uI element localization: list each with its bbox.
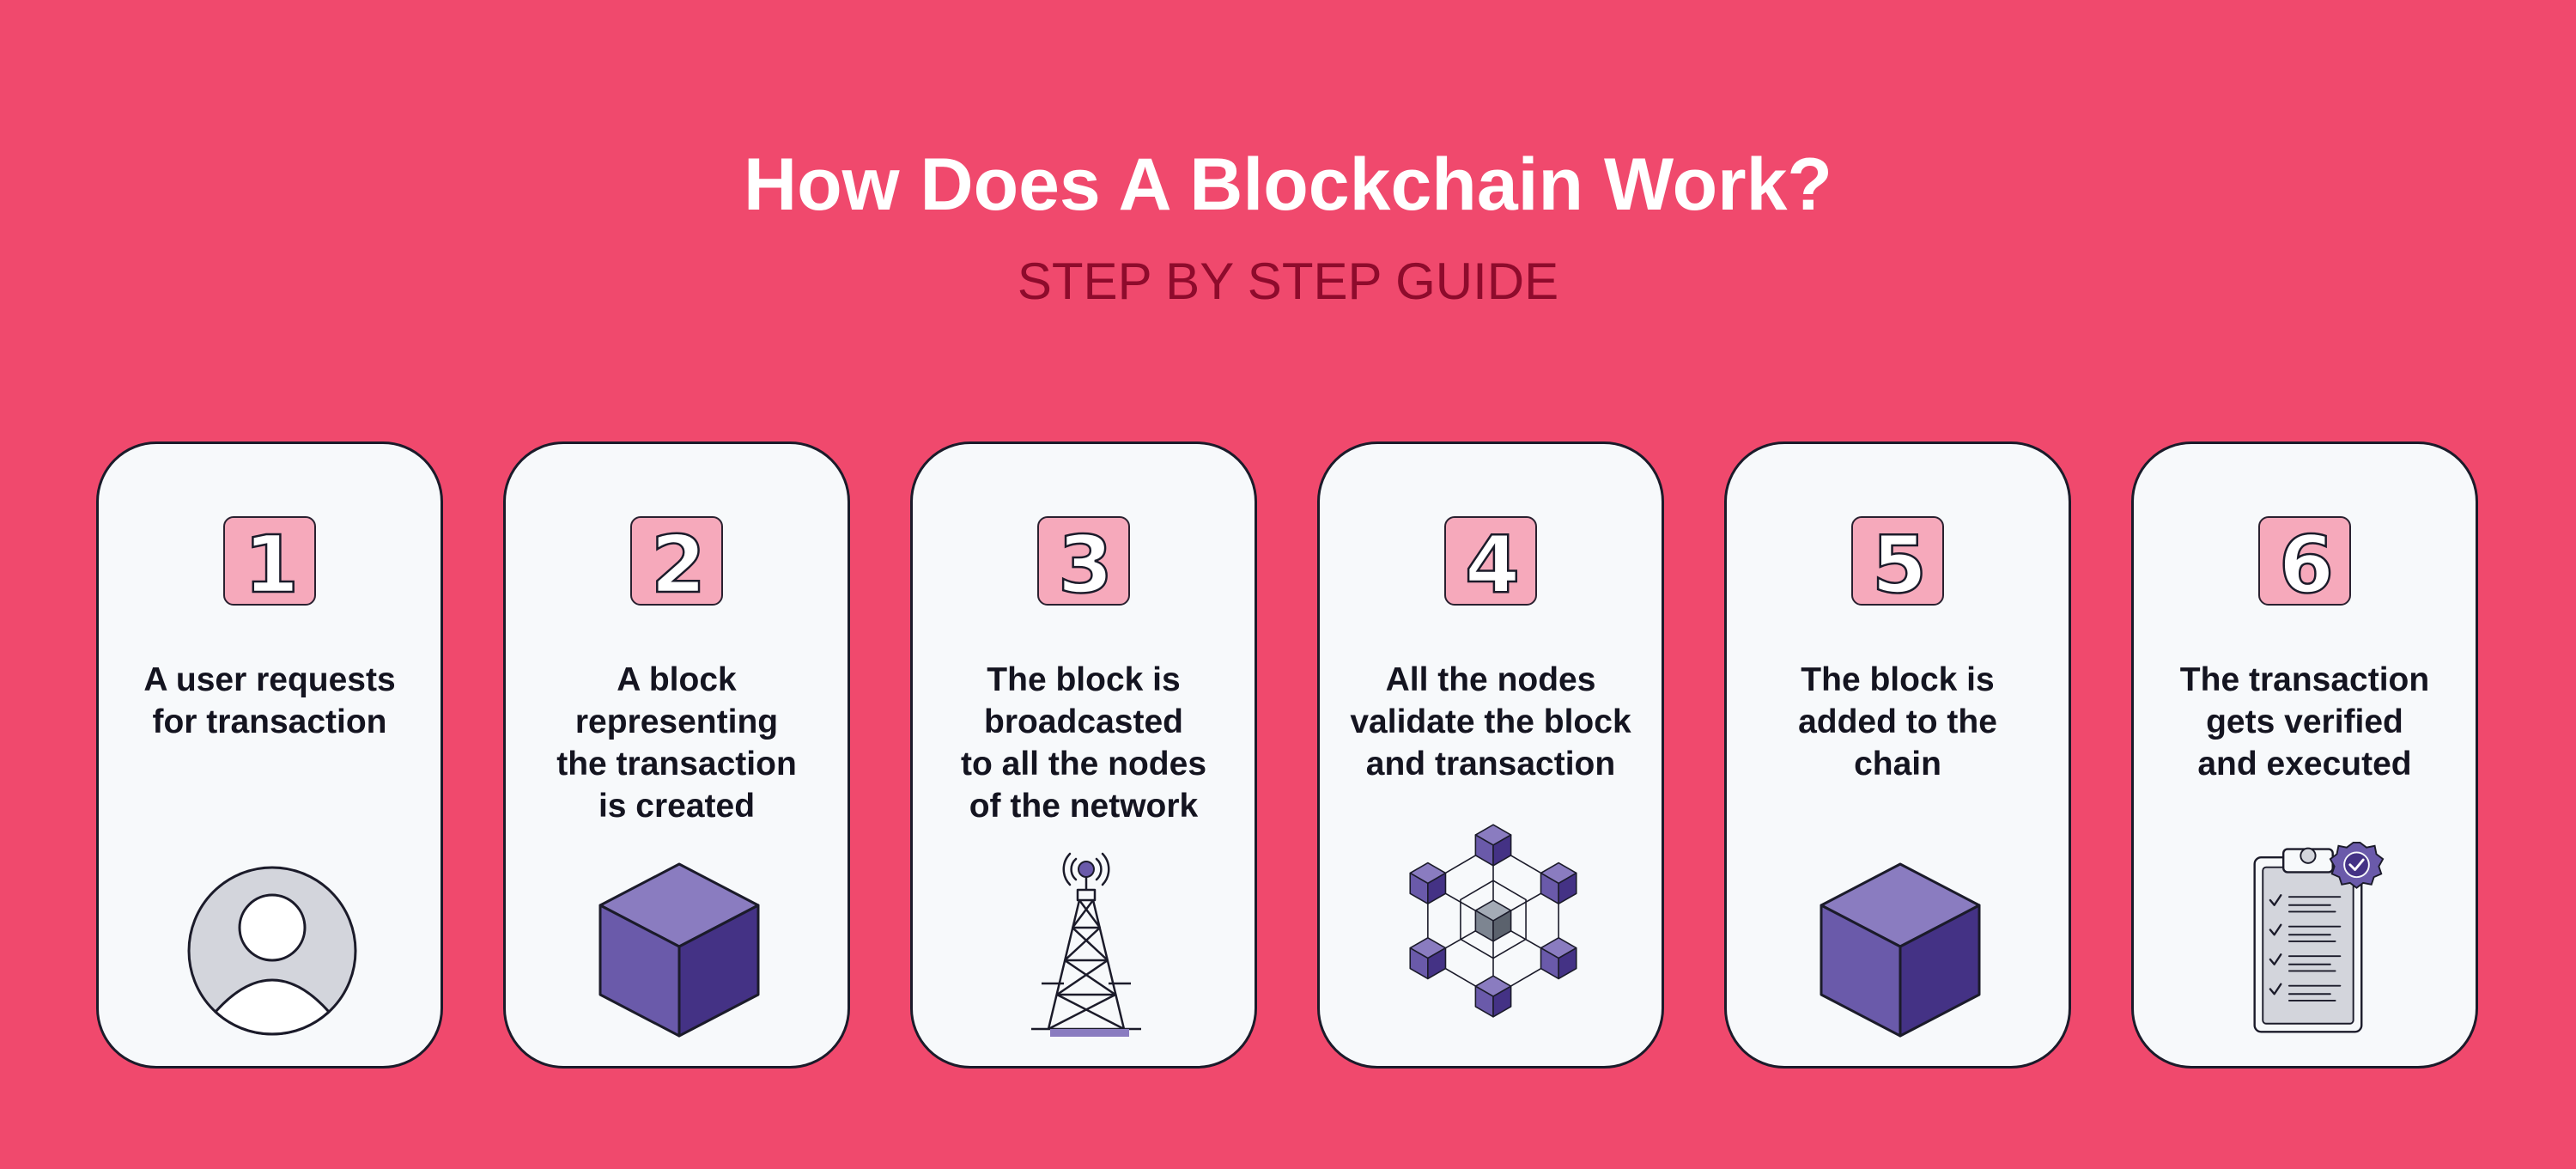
- step-number: 6: [2279, 519, 2334, 607]
- step-line: and executed: [2197, 746, 2412, 782]
- step-line: added to the: [1798, 703, 1997, 740]
- step-number: 3: [1058, 519, 1113, 607]
- step-number: 1: [244, 519, 299, 607]
- page-subtitle: STEP BY STEP GUIDE: [1017, 253, 1559, 310]
- step-card-5: 5 The block is added to the chain: [1724, 441, 2071, 1069]
- verified-clipboard-icon: [2253, 841, 2385, 1033]
- step-line: and transaction: [1365, 746, 1616, 782]
- step-number-badge: 1: [223, 516, 316, 607]
- step-description: The transaction gets verified and execut…: [2142, 659, 2467, 785]
- step-line: broadcasted: [984, 703, 1183, 740]
- block-cube-icon: [598, 862, 760, 1038]
- step-line: gets verified: [2206, 703, 2403, 740]
- step-line: A user requests: [143, 661, 396, 698]
- step-number: 2: [651, 519, 706, 607]
- step-line: of the network: [969, 788, 1199, 825]
- step-number-badge: 5: [1851, 516, 1944, 607]
- step-card-4: 4 All the nodes validate the block and t…: [1317, 441, 1664, 1069]
- broadcast-tower-icon: [1031, 852, 1141, 1037]
- step-description: The block is broadcasted to all the node…: [921, 659, 1246, 827]
- block-cube-icon: [1820, 862, 1981, 1038]
- step-line: The block is: [987, 661, 1181, 698]
- step-line: chain: [1854, 746, 1941, 782]
- step-line: The transaction: [2179, 661, 2430, 698]
- step-line: The block is: [1801, 661, 1995, 698]
- user-icon: [187, 866, 357, 1036]
- step-line: All the nodes: [1385, 661, 1596, 698]
- step-line: to all the nodes: [960, 746, 1207, 782]
- step-number-badge: 3: [1037, 516, 1130, 607]
- step-card-1: 1 A user requests for transaction: [96, 441, 443, 1069]
- step-line: is created: [598, 788, 756, 825]
- step-description: A user requests for transaction: [107, 659, 432, 743]
- step-line: the transaction: [556, 746, 797, 782]
- step-line: representing: [574, 703, 779, 740]
- step-card-6: 6 The transaction gets verified and exec…: [2131, 441, 2478, 1069]
- page-title: How Does A Blockchain Work?: [744, 143, 1832, 226]
- step-number-badge: 6: [2258, 516, 2351, 607]
- step-number: 4: [1465, 519, 1520, 607]
- step-line: validate the block: [1350, 703, 1631, 740]
- step-description: All the nodes validate the block and tra…: [1328, 659, 1653, 785]
- verified-badge-icon: [2329, 841, 2385, 889]
- node-network-icon: [1409, 824, 1577, 1018]
- step-line: for transaction: [152, 703, 387, 740]
- step-card-2: 2 A block representing the transaction i…: [503, 441, 850, 1069]
- step-description: A block representing the transaction is …: [514, 659, 839, 827]
- step-line: A block: [617, 661, 737, 698]
- step-number-badge: 2: [630, 516, 723, 607]
- step-description: The block is added to the chain: [1735, 659, 2060, 785]
- step-number: 5: [1872, 519, 1927, 607]
- step-card-3: 3 The block is broadcasted to all the no…: [910, 441, 1257, 1069]
- step-number-badge: 4: [1444, 516, 1537, 607]
